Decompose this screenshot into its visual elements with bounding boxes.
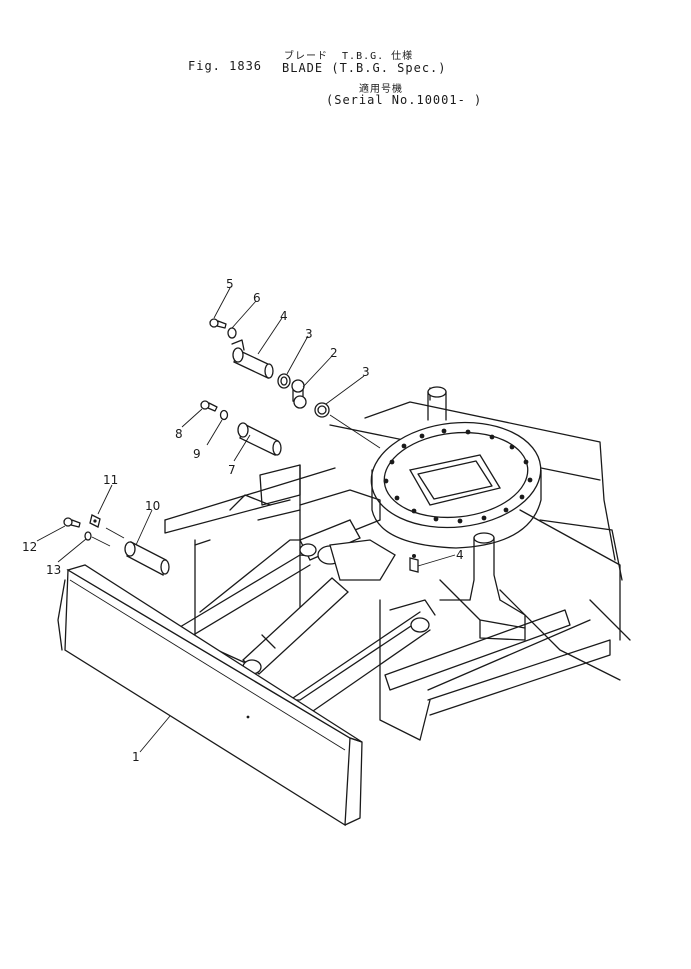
bolt-6 [209, 318, 227, 329]
washer-14 [84, 531, 92, 541]
callout-4: 4 [456, 548, 464, 562]
blade [57, 564, 363, 827]
upper-pin-group [209, 318, 381, 449]
lower-pin-group [63, 514, 170, 576]
callout-9: 8 [175, 427, 183, 441]
blade-cylinders [242, 519, 436, 675]
chassis-frame [164, 386, 631, 741]
serial-range: (Serial No.10001- ) [326, 93, 483, 107]
circle-ring [370, 421, 542, 549]
pin-11 [124, 541, 170, 576]
callout-5: 4 [280, 309, 288, 323]
callout-10: 9 [193, 447, 201, 461]
callout-1: 1 [132, 750, 140, 764]
figure-number: Fig. 1836 [188, 59, 263, 73]
washer-7 [227, 327, 237, 339]
grease-fitting-4 [409, 554, 419, 573]
bushing-2 [291, 379, 307, 409]
seal-3a [277, 373, 291, 389]
leader-lines [36, 287, 456, 753]
seal-3b [314, 402, 330, 418]
bolt-9 [200, 400, 218, 412]
bolt-13 [63, 517, 81, 528]
washer-10 [219, 409, 229, 421]
applicability-japanese: 適用号機 [359, 84, 403, 95]
callout-7: 6 [253, 291, 261, 305]
callout-3-lower: 3 [362, 365, 370, 379]
callout-2: 2 [330, 346, 338, 360]
callout-11: 10 [145, 499, 160, 513]
middle-pin-group [200, 400, 282, 456]
title-english: BLADE (T.B.G. Spec.) [282, 61, 447, 75]
callout-8: 7 [228, 463, 236, 477]
callout-14: 13 [46, 563, 61, 577]
title-japanese: ブレード T.B.G. 仕様 [284, 51, 414, 62]
pin-5 [231, 339, 274, 379]
pin-8 [237, 422, 282, 456]
grease-fitting-12 [89, 514, 101, 528]
callout-13: 12 [22, 540, 37, 554]
pivot-bracket [439, 532, 526, 641]
callout-numbers: 5 6 4 3 2 3 4 8 9 7 10 11 12 13 1 [22, 277, 464, 764]
callout-12: 11 [103, 473, 118, 487]
callout-3-upper: 3 [305, 327, 313, 341]
callout-6: 5 [226, 277, 234, 291]
